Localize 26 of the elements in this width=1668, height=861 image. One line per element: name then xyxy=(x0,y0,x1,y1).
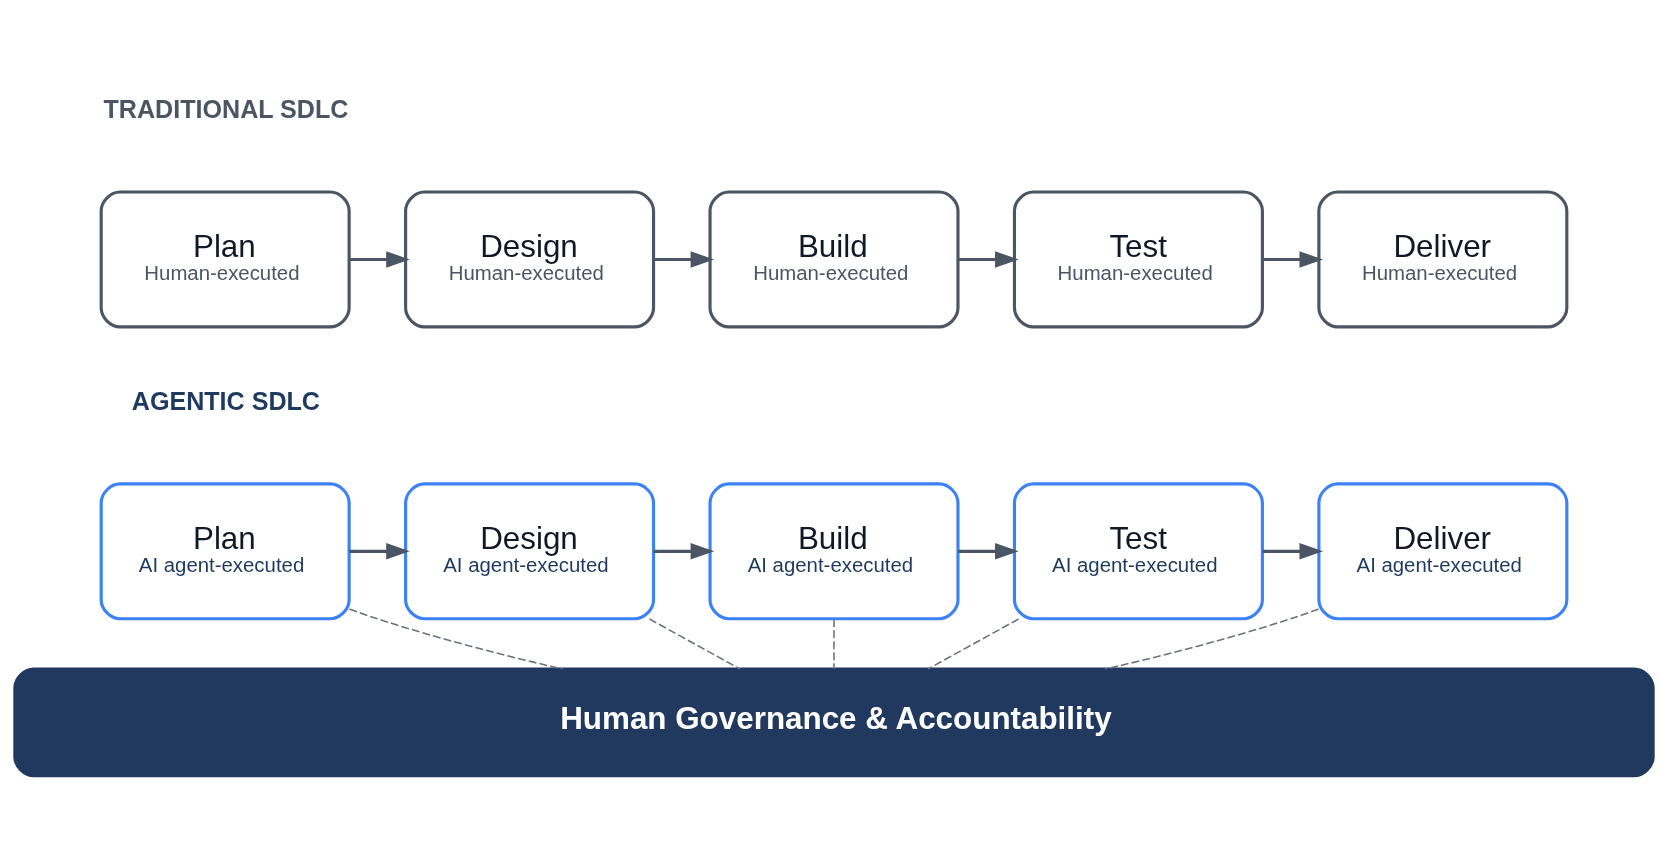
node-box: Plan Human-executed xyxy=(99,190,351,329)
arrow xyxy=(958,543,1019,560)
node-box: Design Human-executed xyxy=(404,190,656,329)
node-box: Deliver AI agent-executed xyxy=(1317,482,1569,621)
node-box: Deliver Human-executed xyxy=(1317,190,1569,329)
label: AGENTIC SDLC xyxy=(131,386,320,415)
connector xyxy=(348,608,564,670)
node-box: Design AI agent-executed xyxy=(404,482,656,621)
node-box: Test Human-executed xyxy=(1012,190,1264,329)
arrow xyxy=(958,251,1019,268)
arrow xyxy=(1262,543,1324,560)
connector xyxy=(833,618,835,670)
arrow xyxy=(349,543,410,560)
node-box: Human Governance & Accountability xyxy=(13,667,1655,778)
connector xyxy=(1104,608,1320,670)
node-box: Plan AI agent-executed xyxy=(99,482,351,621)
arrow xyxy=(653,251,715,268)
node-box: Test AI agent-executed xyxy=(1012,482,1264,621)
connector xyxy=(648,618,741,670)
arrow xyxy=(1262,251,1324,268)
label: TRADITIONAL SDLC xyxy=(103,94,349,123)
arrow xyxy=(349,251,410,268)
node-box: Build AI agent-executed xyxy=(708,482,960,621)
connector xyxy=(927,618,1020,670)
arrow xyxy=(653,543,715,560)
node-box: Build Human-executed xyxy=(708,190,960,329)
